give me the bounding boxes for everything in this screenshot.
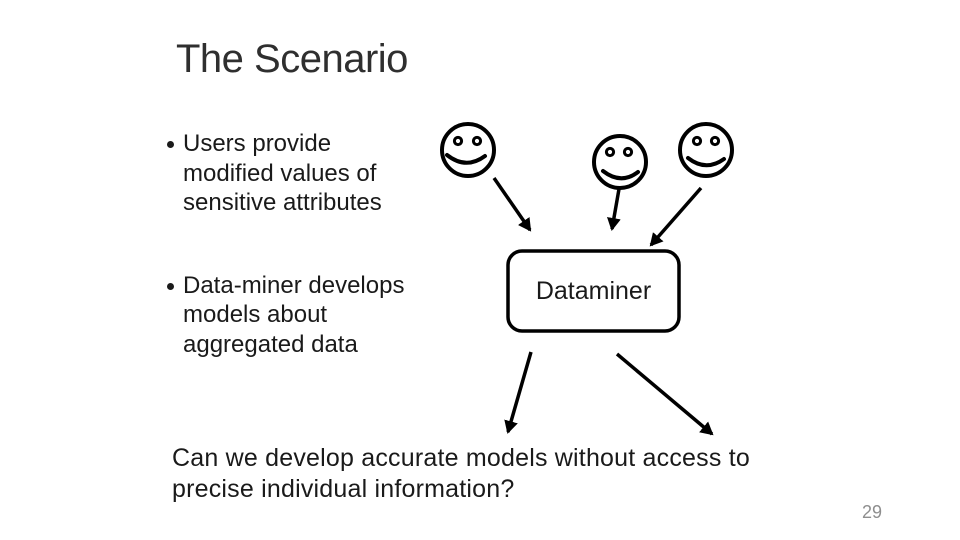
bullet-dot-icon — [167, 141, 174, 148]
slide-title: The Scenario — [176, 37, 408, 81]
arrow-icon — [607, 188, 621, 231]
smiley-face-icon — [440, 122, 496, 178]
question-line: precise individual information? — [172, 475, 515, 503]
smiley-face-icon — [592, 134, 648, 190]
page-number: 29 — [862, 502, 883, 522]
bullet-line: aggregated data — [183, 330, 358, 358]
bullet-line: models about — [183, 301, 328, 328]
user-to-dataminer-arrows — [492, 177, 703, 247]
dataminer-box-label: Dataminer — [535, 276, 652, 305]
bullet-dot-icon — [167, 282, 174, 290]
dataminer-output-arrows — [504, 351, 714, 436]
dataminer-box — [506, 249, 681, 333]
arrow-icon — [492, 177, 532, 232]
question-text: Can we develop accurate models without a… — [172, 443, 750, 505]
arrow-icon — [615, 352, 714, 436]
bullet-line: modified values of — [183, 159, 377, 187]
bullet-line: sensitive attributes — [183, 189, 382, 216]
arrow-icon — [504, 351, 533, 434]
bullet-list: Users provide modified values of sensiti… — [167, 129, 497, 412]
question-line: Can we develop accurate models without a… — [172, 444, 750, 472]
bullet-line: Data-miner develops — [183, 271, 405, 299]
smiley-face-icon — [678, 122, 734, 178]
bullet-item-users-provide: Users provide modified values of sensiti… — [167, 129, 497, 218]
bullet-item-data-miner: Data-miner develops models about aggrega… — [167, 271, 497, 360]
bullet-line: Users provide — [183, 130, 332, 157]
arrow-icon — [649, 186, 703, 247]
